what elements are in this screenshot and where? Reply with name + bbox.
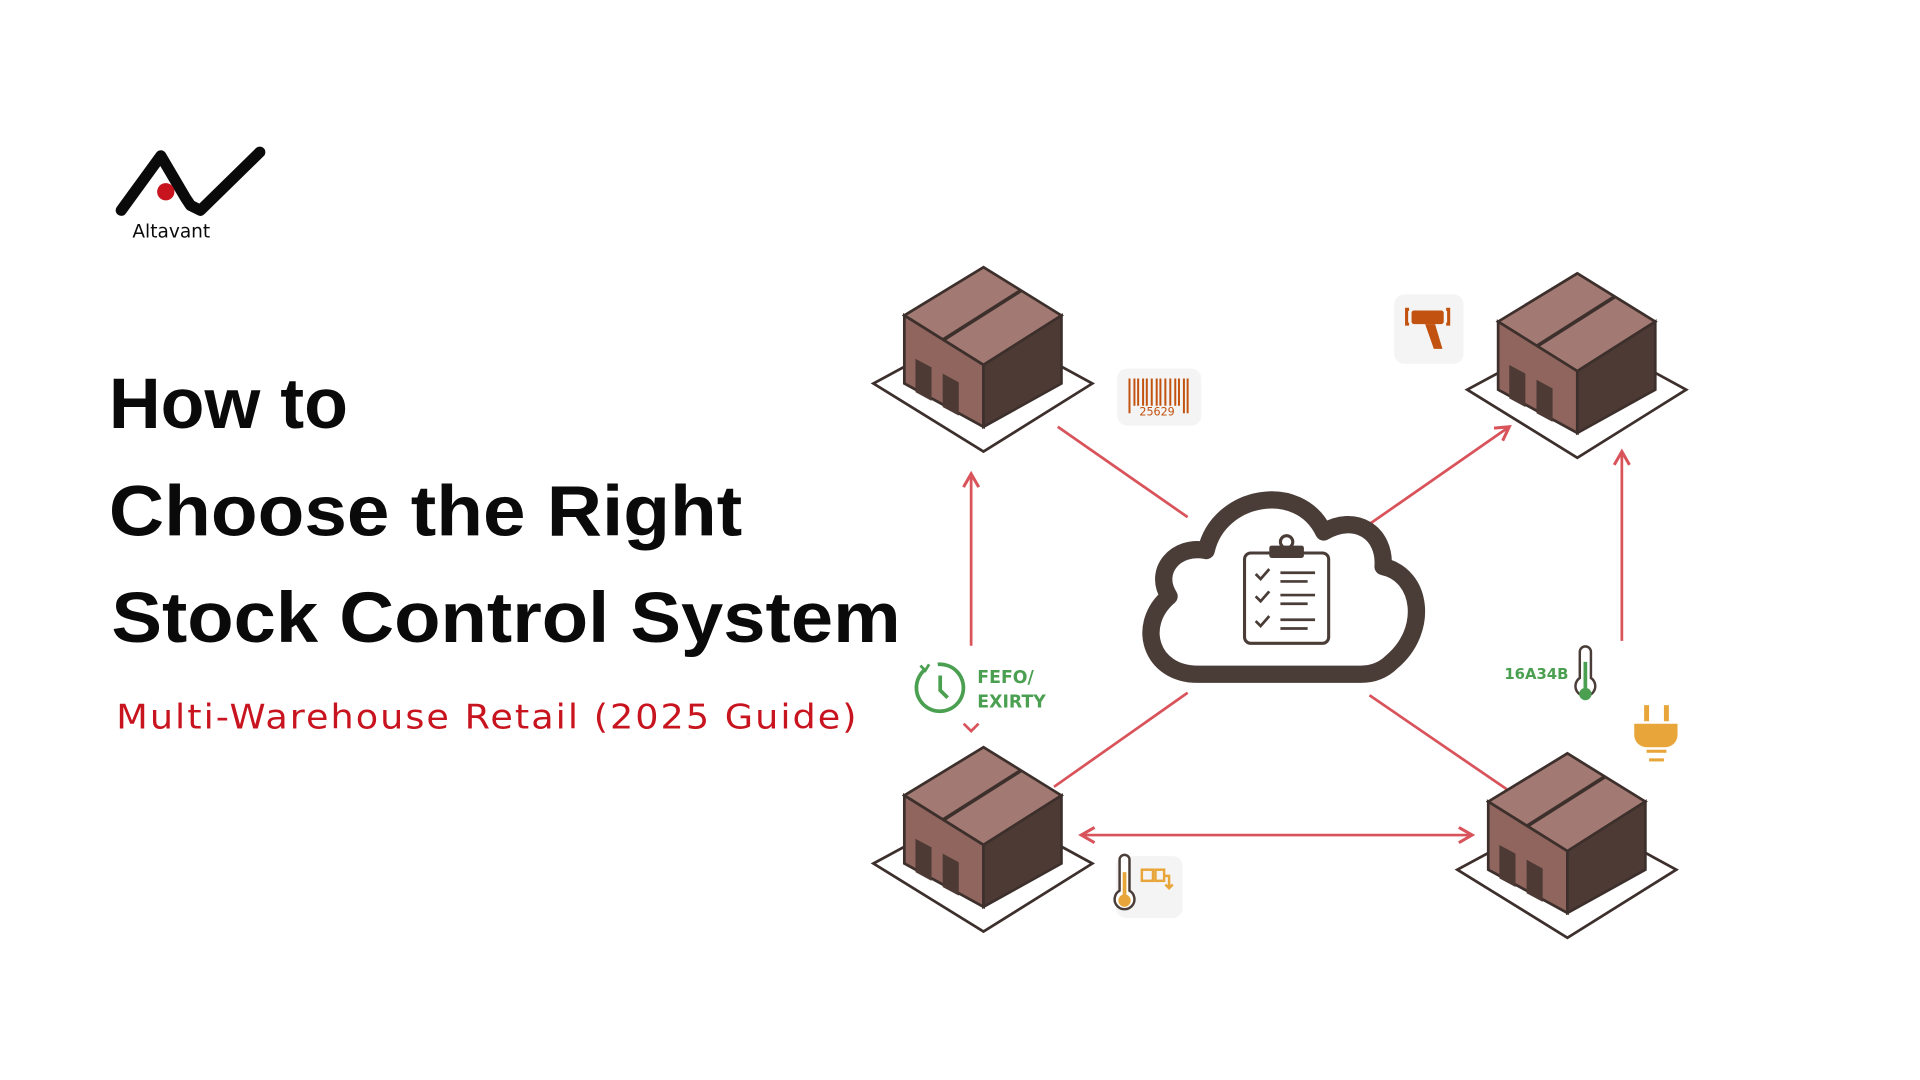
barcode-scanner-icon <box>1405 307 1451 349</box>
title-line-3: Stock Control System <box>111 578 900 658</box>
sensor-id-label: 16A34B <box>1504 666 1568 683</box>
thermometer-icon <box>1574 645 1597 701</box>
cloud-clipboard-checklist-icon <box>1142 491 1426 683</box>
clock-refresh-icon <box>914 662 966 714</box>
subtitle: Multi-Warehouse Retail (2025 Guide) <box>116 698 858 737</box>
connector-hub-tr <box>1366 425 1512 527</box>
plug-icon <box>1634 705 1678 762</box>
barcode-number: 25629 <box>1139 406 1174 419</box>
barcode-scanner-badge <box>1394 294 1464 364</box>
connectors <box>962 425 1631 844</box>
barcode-badge: 25629 <box>1117 368 1202 426</box>
title-line-2: Choose the Right <box>109 472 743 552</box>
barcode-icon <box>1128 378 1189 414</box>
connector-tl-hub <box>1056 425 1189 519</box>
fefo-label-line-1: FEFO/ <box>977 668 1034 688</box>
connector-hub-bl <box>1053 691 1189 788</box>
warehouse-top-right <box>1465 271 1689 460</box>
connector-hub-br <box>1368 694 1508 791</box>
warehouse-top-left <box>871 265 1095 454</box>
temperature-badge <box>1113 853 1183 918</box>
thermometer-icon <box>1113 853 1136 911</box>
logo-red-dot <box>157 183 175 201</box>
data-sync-icon <box>1140 868 1174 890</box>
arrowhead-down <box>962 722 980 734</box>
warehouse-bottom-right <box>1455 751 1679 940</box>
fefo-label-line-2: EXIRTY <box>977 693 1046 713</box>
title-line-1: How to <box>109 364 348 444</box>
altavant-logo[interactable]: Altavant <box>115 146 266 243</box>
logo-wordmark: Altavant <box>132 222 210 243</box>
temperature-sensor-badge: 16A34B <box>1504 645 1597 701</box>
warehouse-bottom-left <box>871 745 1095 934</box>
fefo-expiry-badge: FEFO/ EXIRTY <box>914 662 1046 714</box>
